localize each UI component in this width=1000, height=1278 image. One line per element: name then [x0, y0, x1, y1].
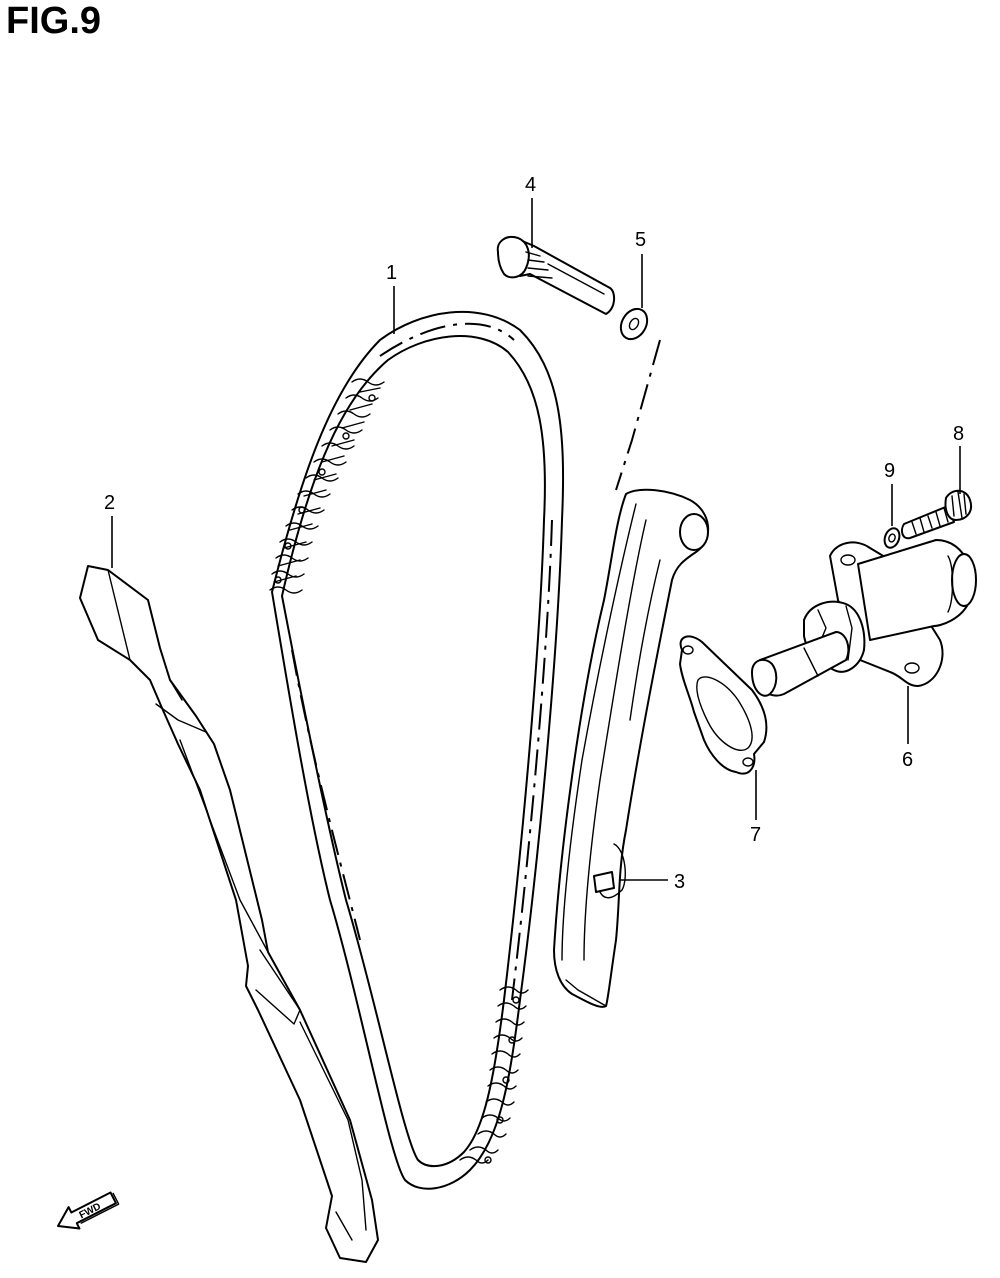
- chain-links-lower: [459, 986, 529, 1164]
- callout-7: 7: [750, 824, 761, 846]
- tensioner-pivot-bolt: [496, 236, 616, 315]
- chain-tensioner-guide: [553, 488, 710, 1008]
- figure-title: FIG.9: [6, 0, 102, 42]
- callout-6: 6: [902, 749, 913, 771]
- callout-1: 1: [386, 262, 397, 284]
- callout-5: 5: [635, 229, 646, 251]
- leader-lines: [111, 198, 961, 881]
- cam-chain: [269, 310, 565, 1190]
- callout-3: 3: [674, 871, 685, 893]
- gasket: [679, 635, 768, 775]
- callout-4: 4: [525, 174, 536, 196]
- adjuster-bolt: [901, 489, 972, 540]
- chain-guide-left: [79, 565, 379, 1263]
- callout-8: 8: [953, 423, 964, 445]
- chain-links-upper: [269, 378, 385, 594]
- tensioner-adjuster: [751, 539, 977, 697]
- washer: [615, 307, 661, 491]
- callout-9: 9: [884, 460, 895, 482]
- small-washer: [883, 527, 901, 549]
- callout-labels: 1 2 3 4 5 6 7 8 9: [104, 174, 964, 893]
- callout-2: 2: [104, 492, 115, 514]
- forward-direction-arrow: FWD: [57, 1191, 120, 1230]
